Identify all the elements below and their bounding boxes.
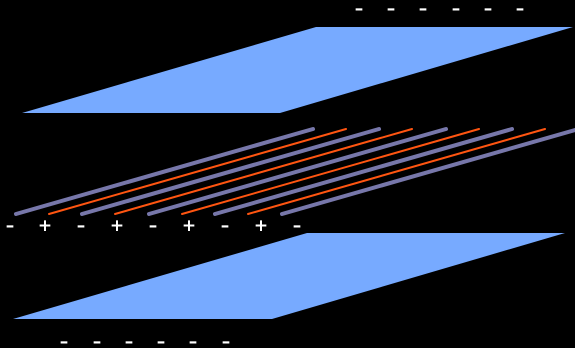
wire-gray [147,127,448,216]
wire-charge: – [77,216,86,236]
wire-gray [213,127,514,216]
wire-orange [181,128,480,215]
wire-gray [80,127,381,216]
wire-charge: – [293,216,302,236]
bottom-plate-charges: – – – – – – [60,332,231,348]
bottom-charge: – [157,332,166,348]
wire-orange [247,128,546,215]
wire-charge: + [38,216,52,236]
top-charge: – [355,0,364,19]
wire-array [14,127,575,216]
top-plate-charges: – – – – – – [355,0,525,19]
top-charge: – [484,0,493,19]
bottom-charge: – [60,332,69,348]
wire-charge: + [182,216,196,236]
bottom-charge: – [189,332,198,348]
bottom-charge: – [93,332,102,348]
bottom-plate [13,233,565,319]
top-charge: – [452,0,461,19]
wire-orange [114,128,413,215]
wire-charge: – [149,216,158,236]
wire-charge: + [254,216,268,236]
wire-charges: – + – + – + – + – [6,216,302,236]
wire-charge: – [221,216,230,236]
top-charge: – [387,0,396,19]
wire-orange [48,128,347,215]
wire-gray [14,127,315,216]
wire-charge: + [110,216,124,236]
top-plate [22,27,573,113]
top-charge: – [419,0,428,19]
wire-gray [280,128,575,216]
bottom-charge: – [222,332,231,348]
top-charge: – [516,0,525,19]
bottom-charge: – [125,332,134,348]
wire-charge: – [6,216,15,236]
